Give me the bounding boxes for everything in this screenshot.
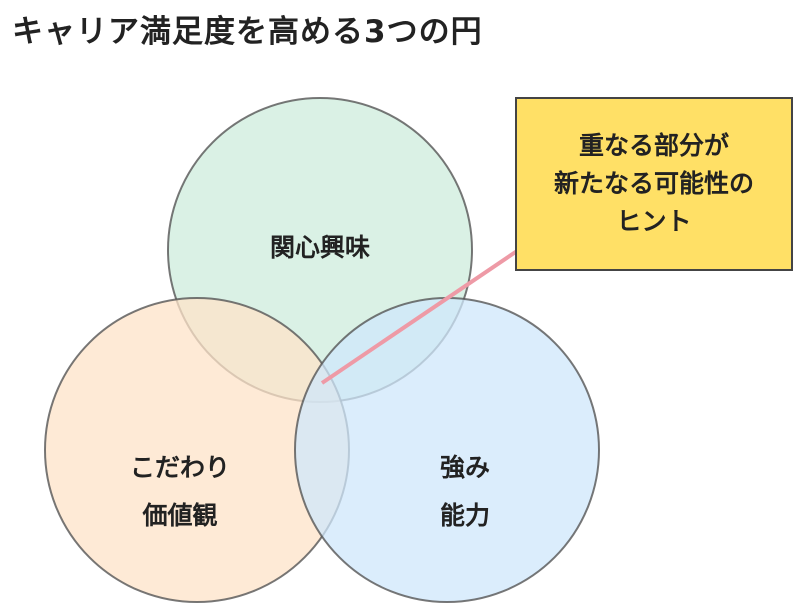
label-interest: 関心興味 xyxy=(270,233,370,262)
label-values-2: 価値観 xyxy=(141,501,217,530)
page-title: キャリア満足度を高める3つの円 xyxy=(12,14,483,50)
callout-line: 重なる部分が xyxy=(578,131,729,160)
label-values-1: こだわり xyxy=(130,453,230,482)
label-strength-1: 強み xyxy=(440,453,490,482)
callout-line: 新たなる可能性の xyxy=(553,169,754,198)
callout-box: 重なる部分が 新たなる可能性の ヒント xyxy=(515,97,793,271)
label-strength-2: 能力 xyxy=(440,501,490,530)
callout-line: ヒント xyxy=(616,207,692,236)
circle-strength xyxy=(294,297,600,603)
callout-pointer xyxy=(320,249,519,385)
